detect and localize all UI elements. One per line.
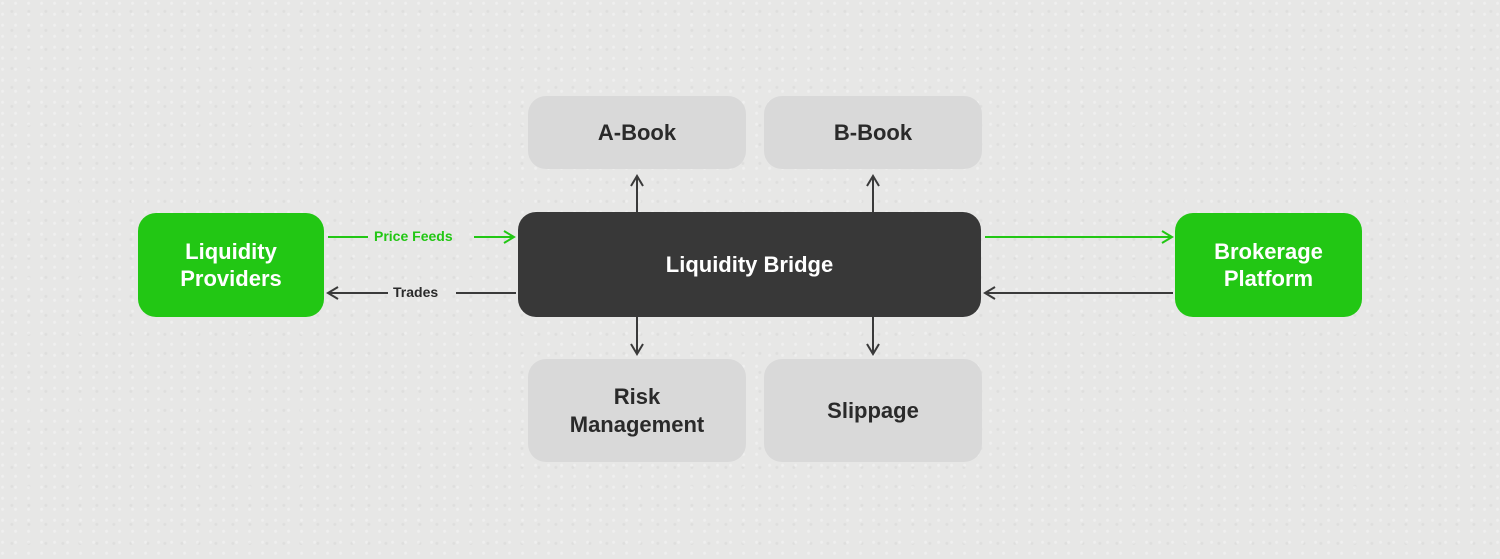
b-book-node: B-Book xyxy=(764,96,982,169)
b-book-label: B-Book xyxy=(833,119,913,145)
slippage-label: Slippage xyxy=(827,397,919,423)
trades-edge-label: Trades xyxy=(393,284,439,300)
liquidity-bridge-node: Liquidity Bridge xyxy=(518,212,981,317)
a-book-label: A-Book xyxy=(597,119,677,145)
brokerage-platform-label: Brokerage Platform xyxy=(1214,238,1323,292)
risk-management-label: Risk Management xyxy=(569,384,705,437)
a-book-node: A-Book xyxy=(528,96,746,169)
liquidity-providers-node: Liquidity Providers xyxy=(138,213,324,317)
risk-management-node: Risk Management xyxy=(528,359,746,462)
liquidity-providers-label: Liquidity Providers xyxy=(180,238,282,292)
slippage-node: Slippage xyxy=(764,359,982,462)
brokerage-platform-node: Brokerage Platform xyxy=(1175,213,1362,317)
liquidity-bridge-label: Liquidity Bridge xyxy=(665,251,834,277)
price-feeds-edge-label: Price Feeds xyxy=(374,228,453,244)
